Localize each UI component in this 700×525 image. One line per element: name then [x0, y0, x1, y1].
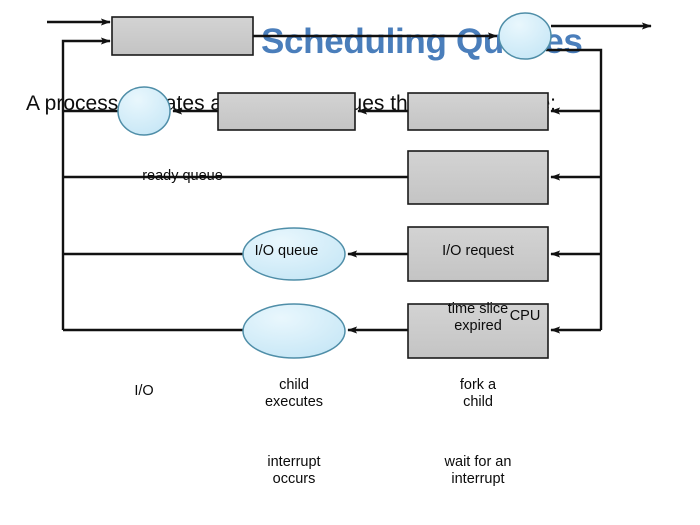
node-child-executes[interactable] — [242, 227, 346, 281]
node-interrupt-occurs[interactable] — [242, 303, 346, 359]
edge-cpu-right-bus — [546, 48, 603, 330]
node-io[interactable] — [117, 86, 171, 136]
node-time-slice-expired[interactable] — [407, 150, 549, 205]
node-io-queue[interactable] — [217, 92, 356, 131]
node-cpu[interactable] — [498, 12, 552, 60]
label-interrupt-occurs: interrupt occurs — [267, 454, 321, 487]
diagram-svg — [47, 12, 652, 359]
node-io-request[interactable] — [407, 92, 549, 131]
node-ready-queue[interactable] — [111, 16, 254, 56]
node-wait-for-an-interrupt[interactable] — [407, 303, 549, 359]
label-wait-for-an-interrupt: wait for an interrupt — [444, 454, 512, 487]
process-scheduling-diagram: ready queue CPU I/O I/O queue I/O reques… — [0, 12, 700, 525]
edge-left-bus-to-ready — [61, 37, 111, 330]
node-fork-a-child[interactable] — [407, 226, 549, 282]
